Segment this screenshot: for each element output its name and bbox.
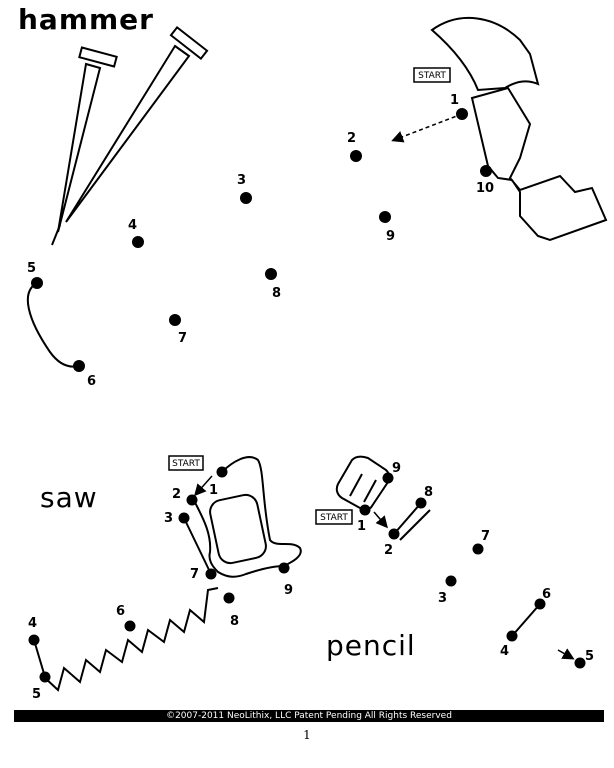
dot[interactable] [169, 314, 181, 326]
dot[interactable] [223, 592, 235, 604]
hammer-start-label: START [418, 71, 446, 81]
dot-number: 8 [272, 286, 281, 301]
dot-number: 9 [386, 229, 395, 244]
hammer-numbers: 1 2 3 4 5 6 7 8 9 10 [27, 93, 494, 389]
dot-number: 9 [284, 583, 293, 598]
hammer-start-box [413, 67, 451, 83]
dot-number: 3 [438, 591, 447, 606]
dot-number: 5 [585, 649, 594, 664]
dot-number: 1 [450, 93, 459, 108]
dot-number: 10 [476, 181, 494, 196]
dot-number: 7 [481, 529, 490, 544]
dot[interactable] [506, 630, 518, 642]
dot[interactable] [240, 192, 252, 204]
dot[interactable] [31, 277, 43, 289]
dot[interactable] [278, 562, 290, 574]
dot-number: 2 [384, 543, 393, 558]
pencil-title: pencil [326, 629, 416, 662]
page-number: 1 [303, 728, 311, 742]
dot-number: 9 [392, 461, 401, 476]
dot[interactable] [350, 150, 362, 162]
dot-number: 7 [190, 567, 199, 582]
dot-number: 5 [27, 261, 36, 276]
dot[interactable] [480, 165, 492, 177]
dot[interactable] [205, 568, 217, 580]
dot-number: 3 [164, 511, 173, 526]
saw-start-label: START [172, 459, 200, 469]
saw-start-box [168, 455, 204, 471]
dot-number: 6 [116, 604, 125, 619]
dot-number: 8 [424, 485, 433, 500]
hammer-start-arrow [391, 113, 463, 143]
dot-number: 7 [178, 331, 187, 346]
dot-number: 1 [209, 483, 218, 498]
dot[interactable] [382, 472, 394, 484]
dot-number: 4 [28, 616, 37, 631]
nails-drawing [51, 25, 209, 246]
pencil-arrow-5 [557, 648, 575, 660]
dot-number: 1 [357, 519, 366, 534]
pencil-start-label: START [320, 513, 348, 523]
dot[interactable] [415, 497, 427, 509]
dot[interactable] [445, 575, 457, 587]
pencil-start-box [315, 509, 353, 525]
dot-number: 4 [128, 218, 137, 233]
hammer-guide-line [26, 282, 80, 368]
dot[interactable] [124, 620, 136, 632]
dot[interactable] [216, 466, 228, 478]
dot[interactable] [456, 108, 468, 120]
dot[interactable] [132, 236, 144, 248]
dot[interactable] [359, 504, 371, 516]
dot-number: 8 [230, 614, 239, 629]
saw-start-arrow [194, 475, 213, 497]
dot[interactable] [178, 512, 190, 524]
dot[interactable] [388, 528, 400, 540]
dot-number: 6 [87, 374, 96, 389]
hammer-dots [31, 108, 492, 372]
dot[interactable] [534, 598, 546, 610]
copyright-footer: ©2007-2011 NeoLithix, LLC Patent Pending… [14, 710, 604, 722]
pencil-dots [359, 472, 586, 669]
pencil-numbers: 1 2 3 4 5 6 7 8 9 [357, 461, 594, 664]
saw-title: saw [40, 481, 98, 514]
dot-number: 2 [172, 487, 181, 502]
dot-number: 2 [347, 131, 356, 146]
dot[interactable] [186, 494, 198, 506]
pencil-start-arrow [373, 511, 388, 529]
dot-number: 4 [500, 644, 509, 659]
hammer-title: hammer [18, 3, 154, 36]
pencil-drawing [335, 455, 541, 637]
saw-drawing [33, 456, 302, 692]
saw-numbers: 1 2 3 4 5 6 7 8 9 [28, 483, 293, 702]
dot[interactable] [379, 211, 391, 223]
saw-dots [28, 466, 290, 683]
dot[interactable] [73, 360, 85, 372]
dot[interactable] [265, 268, 277, 280]
dot[interactable] [472, 543, 484, 555]
dot-number: 5 [32, 687, 41, 702]
dot[interactable] [39, 671, 51, 683]
dot-number: 6 [542, 587, 551, 602]
dot-number: 3 [237, 173, 246, 188]
dot[interactable] [28, 634, 40, 646]
dot[interactable] [574, 657, 586, 669]
hammer-drawing [430, 17, 608, 242]
